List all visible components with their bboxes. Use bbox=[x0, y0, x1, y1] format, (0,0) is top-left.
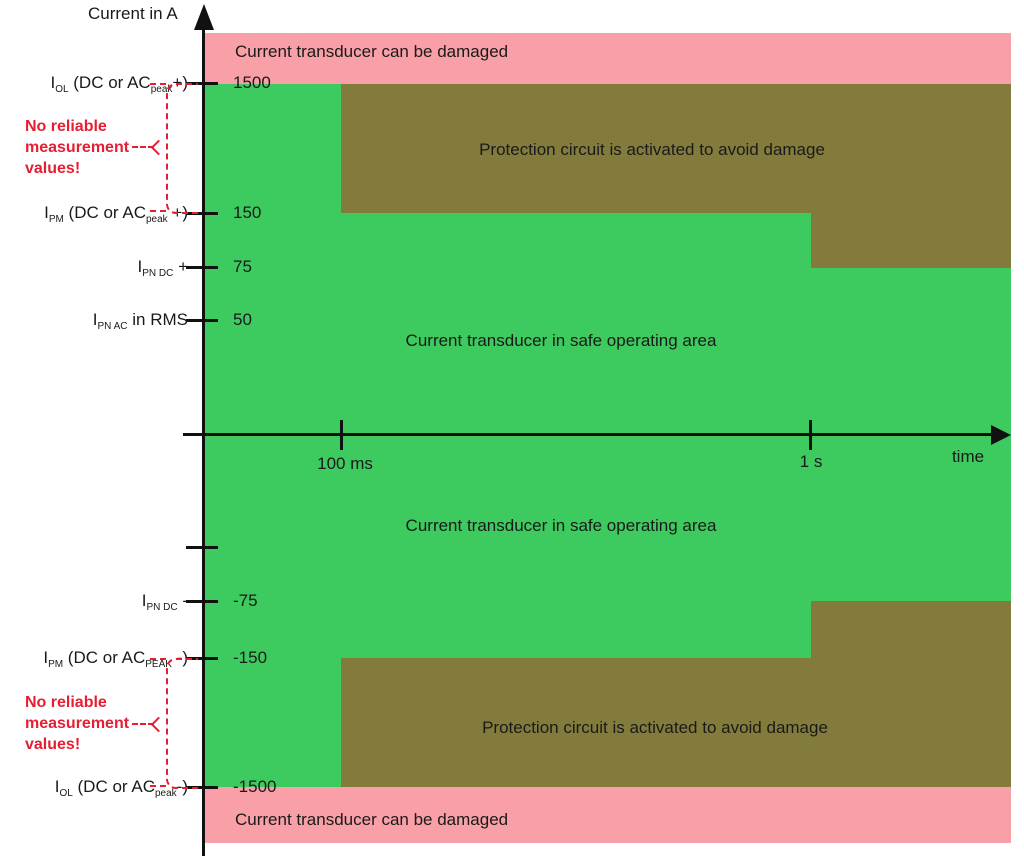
y-tick-label: 1500 bbox=[233, 73, 271, 92]
y-tick-label: 50 bbox=[233, 310, 252, 329]
x-tick-1s bbox=[809, 420, 812, 450]
y-tick-1500 bbox=[186, 82, 218, 85]
param-label-iol-plus: IOL (DC or ACpeak+) bbox=[50, 73, 188, 95]
protection-zone-bottom-late bbox=[811, 601, 1011, 787]
protection-zone-top-late bbox=[811, 84, 1011, 268]
protection-zone-bottom-label: Protection circuit is activated to avoid… bbox=[482, 718, 828, 737]
y-tick-label: -75 bbox=[233, 591, 258, 610]
y-tick-75 bbox=[186, 266, 218, 269]
y-tick-label: -1500 bbox=[233, 777, 277, 796]
y-tick-label: 150 bbox=[233, 203, 262, 222]
param-label-ipndc-minus: IPN DC - bbox=[141, 591, 188, 613]
note-pointer-chevron-bottom bbox=[150, 716, 167, 733]
y-tick-150 bbox=[186, 212, 218, 215]
note-pointer-line-bottom bbox=[132, 723, 154, 725]
bracket-lead-dash bbox=[150, 83, 166, 85]
note-line: measurement bbox=[25, 715, 130, 732]
protection-zone-bottom-early bbox=[341, 658, 811, 787]
bracket-lead-dash bbox=[150, 658, 166, 660]
protection-zone-top-label: Protection circuit is activated to avoid… bbox=[479, 140, 825, 159]
param-label-ipm-minus: IPM (DC or ACPEAK -) bbox=[43, 648, 188, 670]
safe-zone-bottom-label: Current transducer in safe operating are… bbox=[405, 516, 717, 535]
range-bracket-bottom bbox=[166, 658, 198, 789]
note-line: No reliable bbox=[25, 118, 107, 135]
param-label-iol-minus: IOL (DC or ACpeak-) bbox=[54, 777, 188, 799]
damage-zone-top bbox=[205, 33, 1011, 84]
y-tick-label: -150 bbox=[233, 648, 268, 667]
bracket-lead-dash bbox=[150, 210, 166, 212]
param-label-ipm-plus: IPM (DC or ACpeak +) bbox=[44, 203, 188, 225]
damage-zone-top-label: Current transducer can be damaged bbox=[235, 42, 509, 61]
x-tick-label-100ms: 100 ms bbox=[317, 454, 373, 473]
param-label-ipnac-rms: IPN AC in RMS bbox=[92, 310, 188, 332]
y-tick-minus75 bbox=[186, 600, 218, 603]
note-pointer-chevron-top bbox=[150, 139, 167, 156]
range-bracket-top bbox=[166, 83, 198, 214]
x-tick-label-1s: 1 s bbox=[799, 452, 823, 471]
x-axis-line bbox=[183, 433, 993, 436]
y-tick-minus150 bbox=[186, 657, 218, 660]
param-label-ipndc-plus: IPN DC + bbox=[137, 257, 188, 279]
y-axis-title: Current in A bbox=[88, 4, 178, 23]
no-reliable-note-top: No reliable measurement values! bbox=[25, 116, 129, 179]
bracket-lead-dash bbox=[150, 785, 166, 787]
y-tick-50 bbox=[186, 319, 218, 322]
x-axis-title: time bbox=[951, 447, 985, 466]
y-tick-minus1500 bbox=[186, 786, 218, 789]
x-axis-arrowhead-icon bbox=[991, 425, 1011, 445]
note-line: No reliable bbox=[25, 694, 107, 711]
damage-zone-bottom-label: Current transducer can be damaged bbox=[235, 810, 509, 829]
note-line: values! bbox=[25, 160, 81, 177]
note-pointer-line-top bbox=[132, 146, 154, 148]
safe-zone-top-label: Current transducer in safe operating are… bbox=[405, 331, 717, 350]
note-line: measurement bbox=[25, 139, 130, 156]
damage-zone-bottom bbox=[205, 787, 1011, 843]
y-tick-minus50 bbox=[186, 546, 218, 549]
y-axis-arrowhead-icon bbox=[194, 4, 214, 30]
y-axis-line bbox=[202, 20, 205, 856]
y-tick-label: 75 bbox=[233, 257, 252, 276]
no-reliable-note-bottom: No reliable measurement values! bbox=[25, 692, 129, 755]
note-line: values! bbox=[25, 736, 81, 753]
protection-zone-top-early bbox=[341, 84, 811, 213]
x-tick-100ms bbox=[340, 420, 343, 450]
